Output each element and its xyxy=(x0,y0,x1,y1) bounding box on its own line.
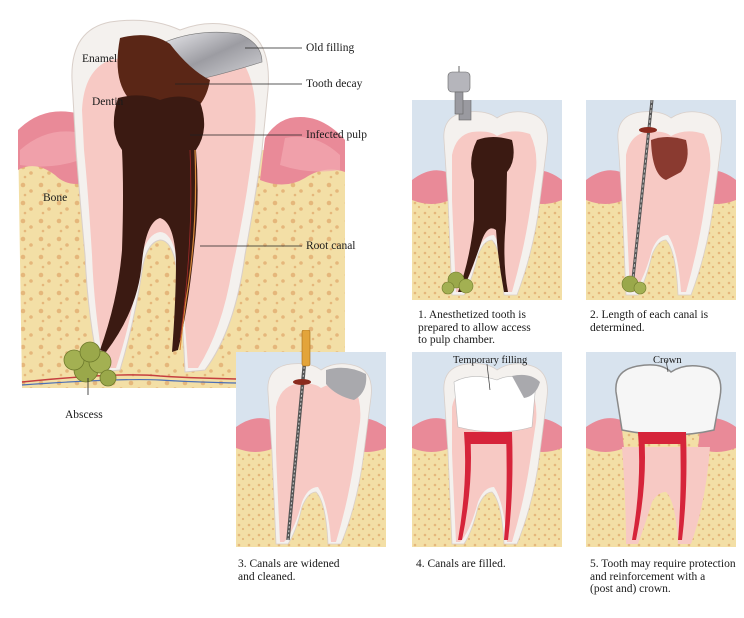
label-root-canal: Root canal xyxy=(306,240,356,252)
label-old-filling: Old filling xyxy=(306,42,355,54)
abscess-shape xyxy=(63,341,117,387)
label-tooth-decay: Tooth decay xyxy=(306,78,363,90)
main-tooth xyxy=(71,19,269,373)
step-2-caption: 2. Length of each canal is determined. xyxy=(590,309,709,334)
step-4-panel xyxy=(412,352,562,547)
infected-pulp-shape xyxy=(100,95,205,352)
step-1-caption: 1. Anesthetized tooth is prepared to all… xyxy=(418,309,531,346)
file-handle-icon xyxy=(301,330,311,367)
leader-lines xyxy=(87,47,302,395)
step-1-panel xyxy=(412,100,562,300)
step-3-caption: 3. Canals are widened and cleaned. xyxy=(238,558,340,583)
step-4-caption: 4. Canals are filled. xyxy=(416,558,506,570)
label-abscess: Abscess xyxy=(65,409,103,421)
step-5-caption: 5. Tooth may require protection and rein… xyxy=(590,558,736,595)
label-dentin: Dentin xyxy=(92,96,124,108)
step-3-panel xyxy=(236,352,386,547)
drill-icon xyxy=(447,66,471,115)
step-5-panel xyxy=(586,352,736,547)
label-infected-pulp: Infected pulp xyxy=(306,129,367,141)
label-crown: Crown xyxy=(653,355,682,366)
label-enamel: Enamel xyxy=(82,53,118,65)
label-temporary-filling: Temporary filling xyxy=(453,355,528,366)
step-2-panel xyxy=(586,100,736,300)
label-bone: Bone xyxy=(43,192,68,204)
